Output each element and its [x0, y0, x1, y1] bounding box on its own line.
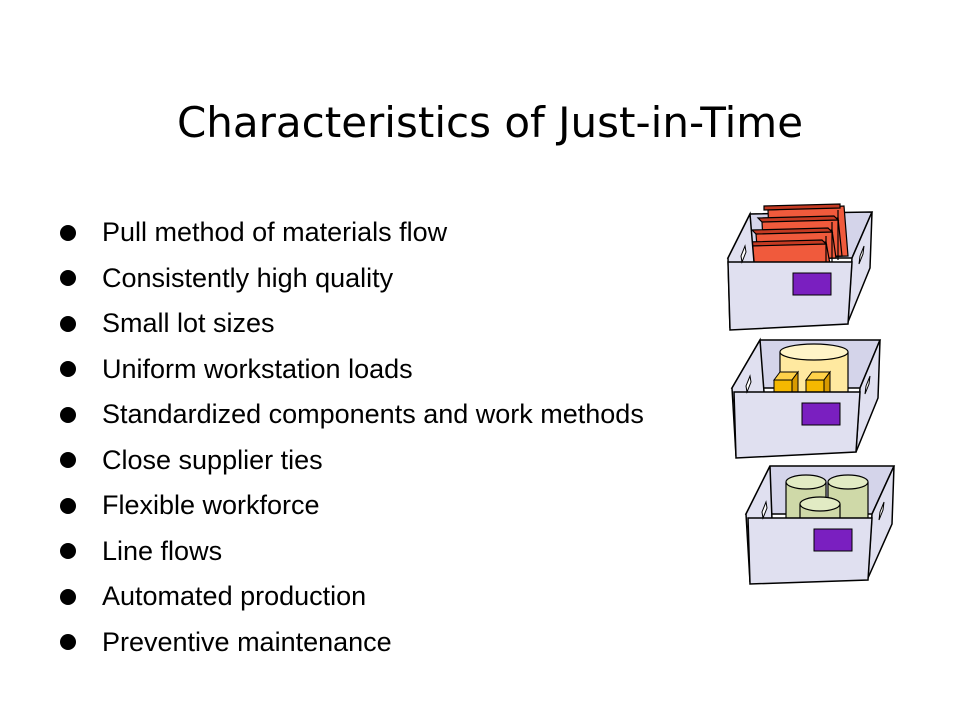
- list-item: Consistently high quality: [60, 256, 644, 302]
- bullet-text: Consistently high quality: [102, 262, 394, 293]
- bin-with-boxes-icon: [726, 203, 874, 331]
- bullet-icon: [60, 224, 76, 241]
- bullet-icon: [60, 361, 76, 378]
- bullet-text: Line flows: [102, 535, 223, 566]
- bullet-icon: [60, 543, 76, 560]
- slide-title: Characteristics of Just-in-Time: [176, 98, 804, 147]
- list-item: Automated production: [60, 574, 644, 620]
- bullet-text: Standardized components and work methods: [102, 399, 644, 430]
- bin-with-cylinder-icon: [730, 337, 882, 459]
- bin-with-cylinders-icon: [744, 465, 896, 585]
- bullet-icon: [60, 452, 76, 469]
- list-item: Standardized components and work methods: [60, 392, 644, 438]
- list-item: Small lot sizes: [60, 301, 644, 347]
- bullet-text: Small lot sizes: [102, 308, 275, 339]
- list-item: Uniform workstation loads: [60, 347, 644, 393]
- bullet-text: Automated production: [102, 581, 367, 612]
- list-item: Line flows: [60, 529, 644, 575]
- list-item: Flexible workforce: [60, 483, 644, 529]
- bullet-text: Close supplier ties: [102, 444, 323, 475]
- bullet-text: Preventive maintenance: [102, 626, 392, 657]
- list-item: Close supplier ties: [60, 438, 644, 484]
- bullet-text: Uniform workstation loads: [102, 353, 413, 384]
- bullet-text: Flexible workforce: [102, 490, 320, 521]
- list-item: Preventive maintenance: [60, 620, 644, 666]
- bullet-icon: [60, 634, 76, 651]
- bullet-icon: [60, 270, 76, 287]
- list-item: Pull method of materials flow: [60, 210, 644, 256]
- bullet-icon: [60, 406, 76, 423]
- bullet-text: Pull method of materials flow: [102, 217, 448, 248]
- bullet-icon: [60, 315, 76, 332]
- bullet-icon: [60, 588, 76, 605]
- bullet-icon: [60, 497, 76, 514]
- bullet-list: Pull method of materials flow Consistent…: [60, 210, 644, 665]
